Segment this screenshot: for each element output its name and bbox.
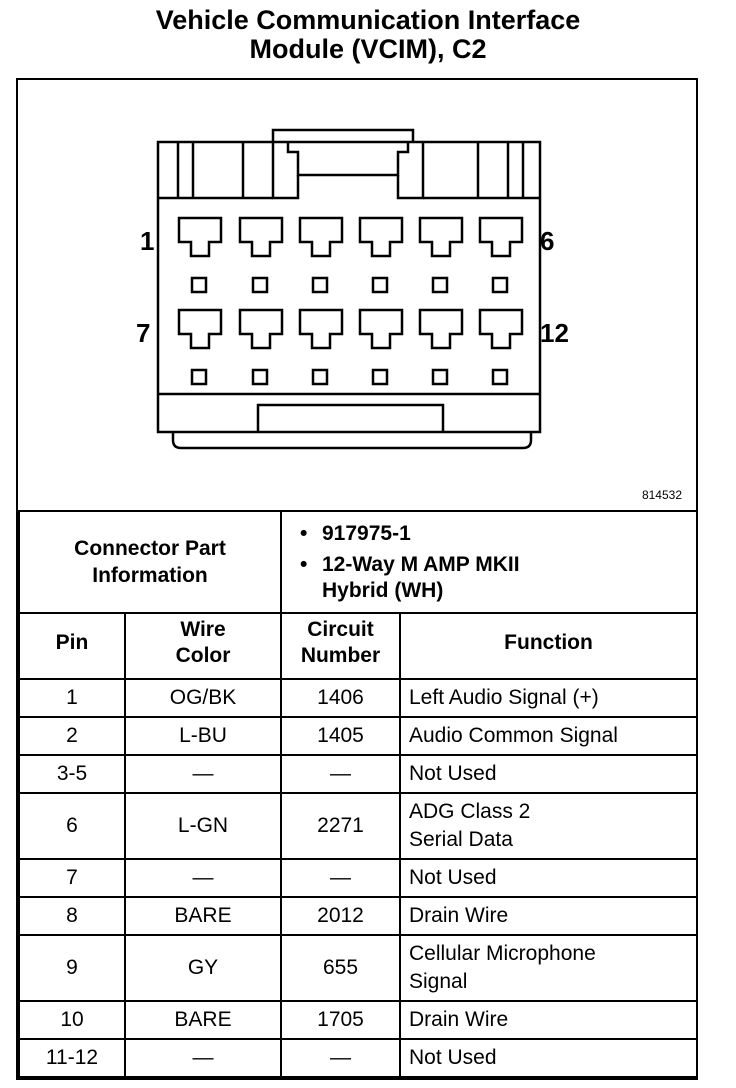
function-cell: Left Audio Signal (+) xyxy=(399,678,698,718)
connector-diagram: 1 6 7 12 814532 xyxy=(18,80,696,508)
connector-latch-inner xyxy=(286,142,410,177)
pin-cell: 3-5 xyxy=(18,754,126,794)
part-description: • 12-Way M AMP MKII Hybrid (WH) xyxy=(300,552,520,602)
figure-id: 814532 xyxy=(641,488,682,502)
wire-color-cell: L-BU xyxy=(124,716,282,756)
cavity-3 xyxy=(298,216,344,258)
header-function: Function xyxy=(399,612,698,680)
cavity-2 xyxy=(238,216,284,258)
pin-label-6: 6 xyxy=(540,226,555,256)
function-cell: Audio Common Signal xyxy=(399,716,698,756)
terminal-row-top xyxy=(190,276,509,294)
page-title: Vehicle Communication Interface Module (… xyxy=(0,6,736,64)
cavity-5 xyxy=(418,216,464,258)
wire-color-cell: OG/BK xyxy=(124,678,282,718)
cavity-9 xyxy=(298,308,344,350)
table-row: 1 OG/BK 1406 Left Audio Signal (+) xyxy=(18,678,698,718)
cavity-row-top xyxy=(177,216,524,258)
table-row: 10 BARE 1705 Drain Wire xyxy=(18,1000,698,1040)
pin-label-12: 12 xyxy=(540,318,569,348)
part-number: • 917975-1 xyxy=(300,521,411,545)
circuit-cell: 1406 xyxy=(280,678,401,718)
terminal-row-bottom xyxy=(190,368,509,386)
cavity-12 xyxy=(478,308,524,350)
cavity-1 xyxy=(177,216,223,258)
connector-frame: 1 6 7 12 814532 Connector Part Informati… xyxy=(16,78,698,1080)
circuit-cell: — xyxy=(280,858,401,898)
circuit-cell: — xyxy=(280,754,401,794)
table-header-row: Pin Wire Color Circuit Number Function xyxy=(18,612,698,680)
table-row: 6 L-GN 2271 ADG Class 2 Serial Data xyxy=(18,792,698,860)
circuit-cell: 1405 xyxy=(280,716,401,756)
wire-color-cell: BARE xyxy=(124,1000,282,1040)
pin-cell: 9 xyxy=(18,934,126,1002)
connector-body-outline xyxy=(156,140,542,434)
circuit-cell: 2271 xyxy=(280,792,401,860)
function-cell: ADG Class 2 Serial Data xyxy=(399,792,698,860)
title-line-1: Vehicle Communication Interface xyxy=(155,5,581,35)
table-row: 2 L-BU 1405 Audio Common Signal xyxy=(18,716,698,756)
table-row: 3-5 — — Not Used xyxy=(18,754,698,794)
circuit-cell: — xyxy=(280,1038,401,1078)
pin-label-1: 1 xyxy=(140,226,155,256)
header-pin: Pin xyxy=(18,612,126,680)
wire-color-cell: GY xyxy=(124,934,282,1002)
connector-latch-outline xyxy=(271,128,415,142)
pin-cell: 1 xyxy=(18,678,126,718)
pin-cell: 10 xyxy=(18,1000,126,1040)
pinout-table: Connector Part Information • 917975-1 • … xyxy=(18,510,698,1078)
function-cell: Drain Wire xyxy=(399,896,698,936)
pin-cell: 8 xyxy=(18,896,126,936)
circuit-cell: 655 xyxy=(280,934,401,1002)
cavity-8 xyxy=(238,308,284,350)
cavity-11 xyxy=(418,308,464,350)
table-row: 11-12 — — Not Used xyxy=(18,1038,698,1078)
pin-cell: 2 xyxy=(18,716,126,756)
function-cell: Not Used xyxy=(399,858,698,898)
title-line-2: Module (VCIM), C2 xyxy=(249,34,487,64)
cavity-10 xyxy=(358,308,404,350)
header-circuit-number: Circuit Number xyxy=(280,612,401,680)
table-row: 8 BARE 2012 Drain Wire xyxy=(18,896,698,936)
wire-color-cell: L-GN xyxy=(124,792,282,860)
cavity-6 xyxy=(478,216,524,258)
function-cell: Not Used xyxy=(399,754,698,794)
pin-cell: 7 xyxy=(18,858,126,898)
connector-drawing xyxy=(156,128,542,450)
table-row: 9 GY 655 Cellular Microphone Signal xyxy=(18,934,698,1002)
pin-cell: 6 xyxy=(18,792,126,860)
header-wire-color: Wire Color xyxy=(124,612,282,680)
cavity-7 xyxy=(177,308,223,350)
circuit-cell: 2012 xyxy=(280,896,401,936)
wire-color-cell: — xyxy=(124,1038,282,1078)
wire-color-cell: — xyxy=(124,754,282,794)
wire-color-cell: — xyxy=(124,858,282,898)
table-row: 7 — — Not Used xyxy=(18,858,698,898)
connector-part-row: Connector Part Information • 917975-1 • … xyxy=(18,510,698,614)
function-cell: Cellular Microphone Signal xyxy=(399,934,698,1002)
cavity-row-bottom xyxy=(177,308,524,350)
pin-cell: 11-12 xyxy=(18,1038,126,1078)
cavity-4 xyxy=(358,216,404,258)
connector-part-label: Connector Part Information xyxy=(18,510,282,614)
circuit-cell: 1705 xyxy=(280,1000,401,1040)
pin-label-7: 7 xyxy=(136,318,151,348)
function-cell: Drain Wire xyxy=(399,1000,698,1040)
function-cell: Not Used xyxy=(399,1038,698,1078)
connector-part-details: • 917975-1 • 12-Way M AMP MKII Hybrid (W… xyxy=(280,510,698,614)
wire-color-cell: BARE xyxy=(124,896,282,936)
